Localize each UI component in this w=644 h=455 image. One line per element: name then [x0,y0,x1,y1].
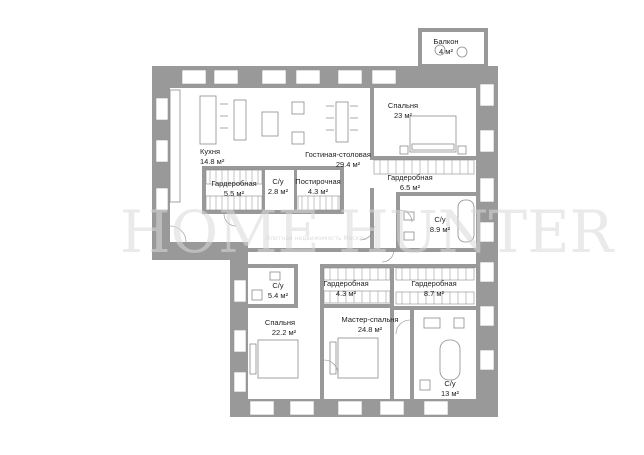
partitions [202,88,476,399]
bathtub-se [439,339,461,381]
bathtub-ne [457,199,475,243]
label-wardrobe-s-area: 4.3 м² [336,289,357,298]
label-wardrobe-s-name: Гардеробная [323,279,368,288]
closet-hatching [209,160,469,304]
label-wardrobe-c-area: 5.5 м² [224,189,245,198]
label-wardrobe-se-name: Гардеробная [411,279,456,288]
armchair [291,131,305,145]
label-master-area: 24.8 м² [358,325,383,334]
sofa [233,99,247,141]
label-wc-se-area: 13 м² [441,389,460,398]
armchair [291,101,305,115]
label-bedroom-sw-name: Спальня [265,318,295,327]
label-wc-w-name: С/у [272,281,284,290]
label-bedroom-ne-name: Спальня [388,101,418,110]
label-wc-se-name: С/у [444,379,456,388]
bed-sw [257,339,299,379]
label-wc-c-name: С/у [272,177,284,186]
label-kitchen-area: 14.8 м² [200,157,225,166]
label-bedroom-sw-area: 22.2 м² [272,328,297,337]
label-kitchen-name: Кухня [200,147,220,156]
windows [155,69,495,416]
furniture [169,44,475,391]
bed-ne [409,115,457,153]
label-wc-ne-area: 8.9 м² [430,225,451,234]
bed-master [337,337,379,379]
label-laundry-area: 4.3 м² [308,187,329,196]
coffee-table [261,111,279,137]
kitchen-counter [169,89,181,203]
watermark-subtext: Элитная недвижимость Москвы [266,235,368,242]
label-master-name: Мастер-спальня [342,315,399,324]
label-wc-w-area: 5.4 м² [268,291,289,300]
label-living-area: 29.4 м² [336,160,361,169]
label-wardrobe-ne-area: 6.5 м² [400,183,421,192]
label-wc-ne-name: С/у [434,215,446,224]
label-balcony-area: 4 м² [439,47,453,56]
watermark-text: HOME HUNTER [120,198,616,266]
watermark: HOME HUNTER Элитная недвижимость Москвы [120,198,616,266]
label-wardrobe-se-area: 8.7 м² [424,289,445,298]
kitchen-island [199,95,217,145]
label-laundry-name: Постирочная [295,177,340,186]
dining-table [335,101,349,143]
label-wardrobe-c-name: Гардеробная [211,179,256,188]
label-balcony-name: Балкон [433,37,458,46]
room-labels: Балкон 4 м² Кухня 14.8 м² Гостиная-столо… [200,37,460,398]
doors [169,209,413,375]
label-bedroom-ne-area: 23 м² [394,111,413,120]
label-wardrobe-ne-name: Гардеробная [387,173,432,182]
label-wc-c-area: 2.8 м² [268,187,289,196]
label-living-name: Гостиная-столовая [305,150,371,159]
